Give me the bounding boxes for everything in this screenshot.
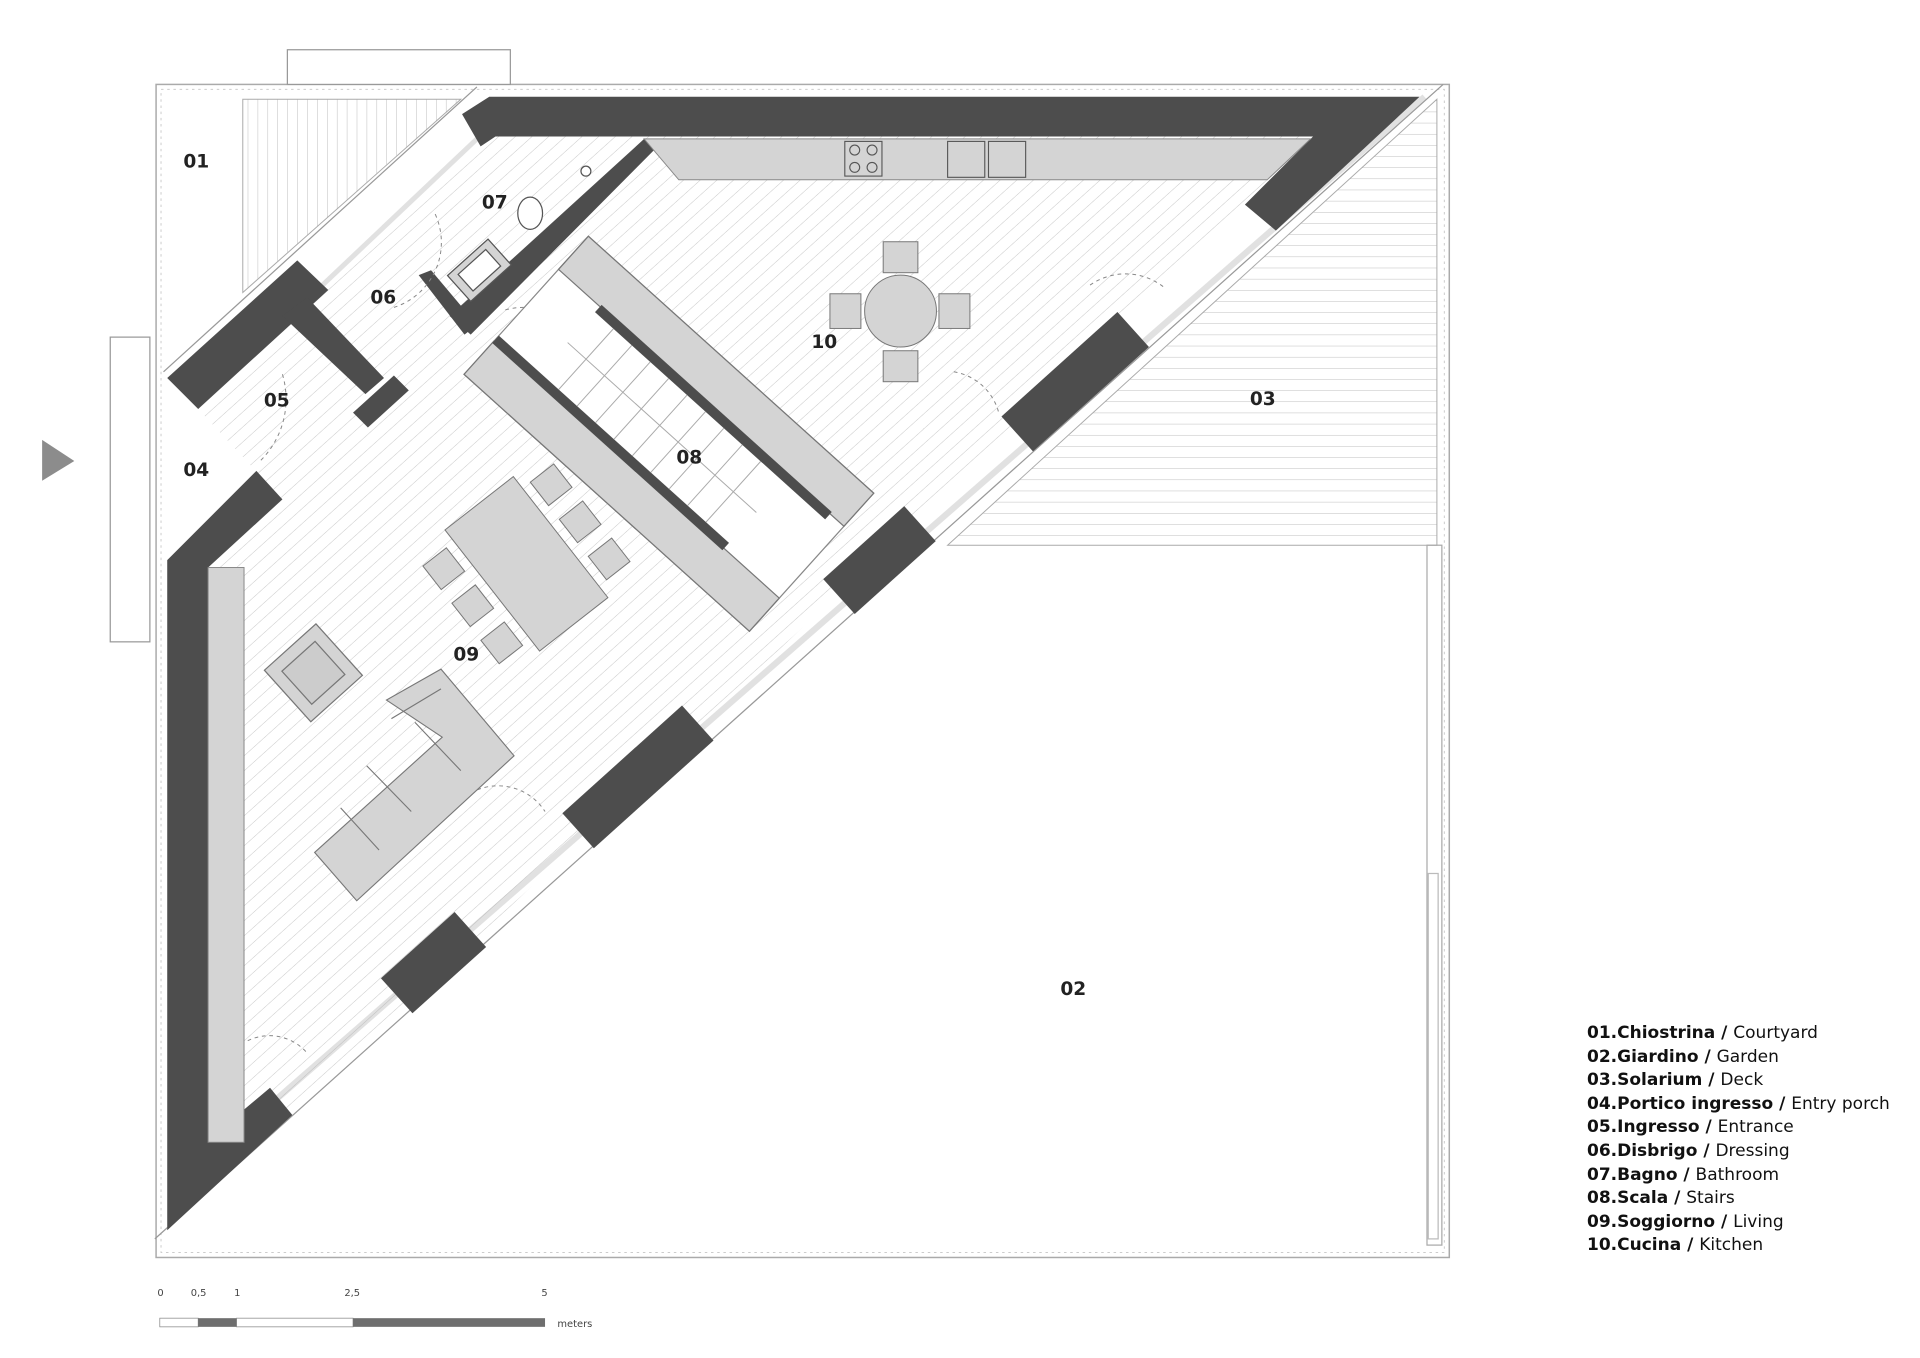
room-label-03: 03: [1250, 389, 1276, 410]
top-planter: [286, 49, 511, 86]
washbasin-icon: [446, 238, 513, 303]
room-label-08: 08: [676, 447, 702, 468]
legend-sep: /: [1677, 1164, 1696, 1185]
legend-item: 05.Ingresso / Entrance: [1587, 1116, 1890, 1140]
legend-code: 03.Solarium: [1587, 1070, 1703, 1091]
legend-en: Courtyard: [1733, 1023, 1818, 1043]
north-wall: [462, 96, 1420, 231]
legend-en: Bathroom: [1695, 1164, 1780, 1185]
legend-code: 08.Scala: [1587, 1188, 1669, 1209]
legend-en: Kitchen: [1699, 1235, 1764, 1256]
legend-item: 07.Bagno / Bathroom: [1587, 1164, 1890, 1188]
scale-unit: meters: [557, 1319, 592, 1330]
room-label-04: 04: [183, 460, 209, 481]
legend-en: Stairs: [1686, 1188, 1735, 1209]
legend-sep: /: [1699, 1117, 1718, 1138]
shower-drain-icon: [580, 165, 592, 177]
room-label-05: 05: [264, 390, 290, 411]
site-boundary: [155, 83, 1451, 1259]
legend-sep: /: [1702, 1070, 1721, 1091]
legend-sep: /: [1681, 1235, 1700, 1256]
legend-sep: /: [1715, 1211, 1734, 1232]
scale-tick: 0,5: [191, 1288, 207, 1299]
bathroom-wall: [449, 138, 666, 335]
walls: [167, 96, 1420, 1231]
legend-en: Dressing: [1715, 1140, 1790, 1161]
legend-en: Garden: [1716, 1046, 1779, 1067]
entrance-arrow-icon: [42, 439, 75, 481]
staircase: [463, 235, 875, 633]
scale-tick: 1: [234, 1288, 240, 1299]
legend-item: 10.Cucina / Kitchen: [1587, 1234, 1890, 1258]
dining-table: [422, 463, 631, 665]
legend-code: 07.Bagno: [1587, 1164, 1678, 1185]
cooktop-icon: [844, 140, 883, 177]
legend-item: 08.Scala / Stairs: [1587, 1187, 1890, 1211]
legend-en: Entrance: [1717, 1117, 1794, 1138]
kitchen-table: [829, 241, 971, 383]
room-label-10: 10: [811, 332, 837, 353]
legend-en: Deck: [1720, 1070, 1764, 1091]
legend-sep: /: [1697, 1140, 1716, 1161]
legend-item: 04.Portico ingresso / Entry porch: [1587, 1093, 1890, 1117]
scale-tick: 0: [157, 1288, 163, 1299]
scale-tick: 5: [541, 1288, 547, 1299]
courtyard-area: [242, 98, 463, 294]
west-wall: [167, 470, 293, 1231]
legend-sep: /: [1715, 1023, 1734, 1043]
toilet-icon: [517, 196, 544, 230]
legend-item: 01.Chiostrina / Courtyard: [1587, 1022, 1890, 1046]
legend-code: 09.Soggiorno: [1587, 1211, 1716, 1232]
room-label-07: 07: [482, 192, 508, 213]
entry-bench: [109, 336, 151, 643]
legend-code: 04.Portico ingresso: [1587, 1093, 1774, 1114]
legend-sep: /: [1668, 1188, 1687, 1209]
interior-floor: [198, 136, 1314, 1143]
sofa: [313, 668, 515, 902]
legend-code: 01.Chiostrina: [1587, 1023, 1716, 1043]
legend-code: 06.Disbrigo: [1587, 1140, 1698, 1161]
legend-en: Entry porch: [1791, 1093, 1890, 1114]
scale-bar: 0 0,5 1 2,5 5 meters: [157, 1288, 592, 1330]
garden-edge: [1426, 544, 1443, 1246]
room-label-01: 01: [183, 151, 209, 172]
legend-sep: /: [1773, 1093, 1792, 1114]
legend-item: 02.Giardino / Garden: [1587, 1046, 1890, 1070]
kitchen-counter: [643, 138, 1312, 181]
entry-wall: [167, 260, 329, 409]
armchair: [263, 622, 364, 723]
legend-code: 02.Giardino: [1587, 1046, 1699, 1067]
deck-area: [946, 98, 1438, 546]
legend-code: 10.Cucina: [1587, 1235, 1682, 1256]
sink-icon: [947, 140, 1027, 178]
legend-en: Living: [1733, 1211, 1784, 1232]
legend-item: 03.Solarium / Deck: [1587, 1069, 1890, 1093]
room-label-06: 06: [370, 288, 396, 309]
room-label-09: 09: [453, 644, 479, 665]
legend-item: 06.Disbrigo / Dressing: [1587, 1140, 1890, 1164]
legend-sep: /: [1698, 1046, 1717, 1067]
room-label-02: 02: [1060, 979, 1086, 1000]
legend-item: 09.Soggiorno / Living: [1587, 1211, 1890, 1235]
legend-code: 05.Ingresso: [1587, 1117, 1700, 1138]
scale-tick: 2,5: [344, 1288, 360, 1299]
